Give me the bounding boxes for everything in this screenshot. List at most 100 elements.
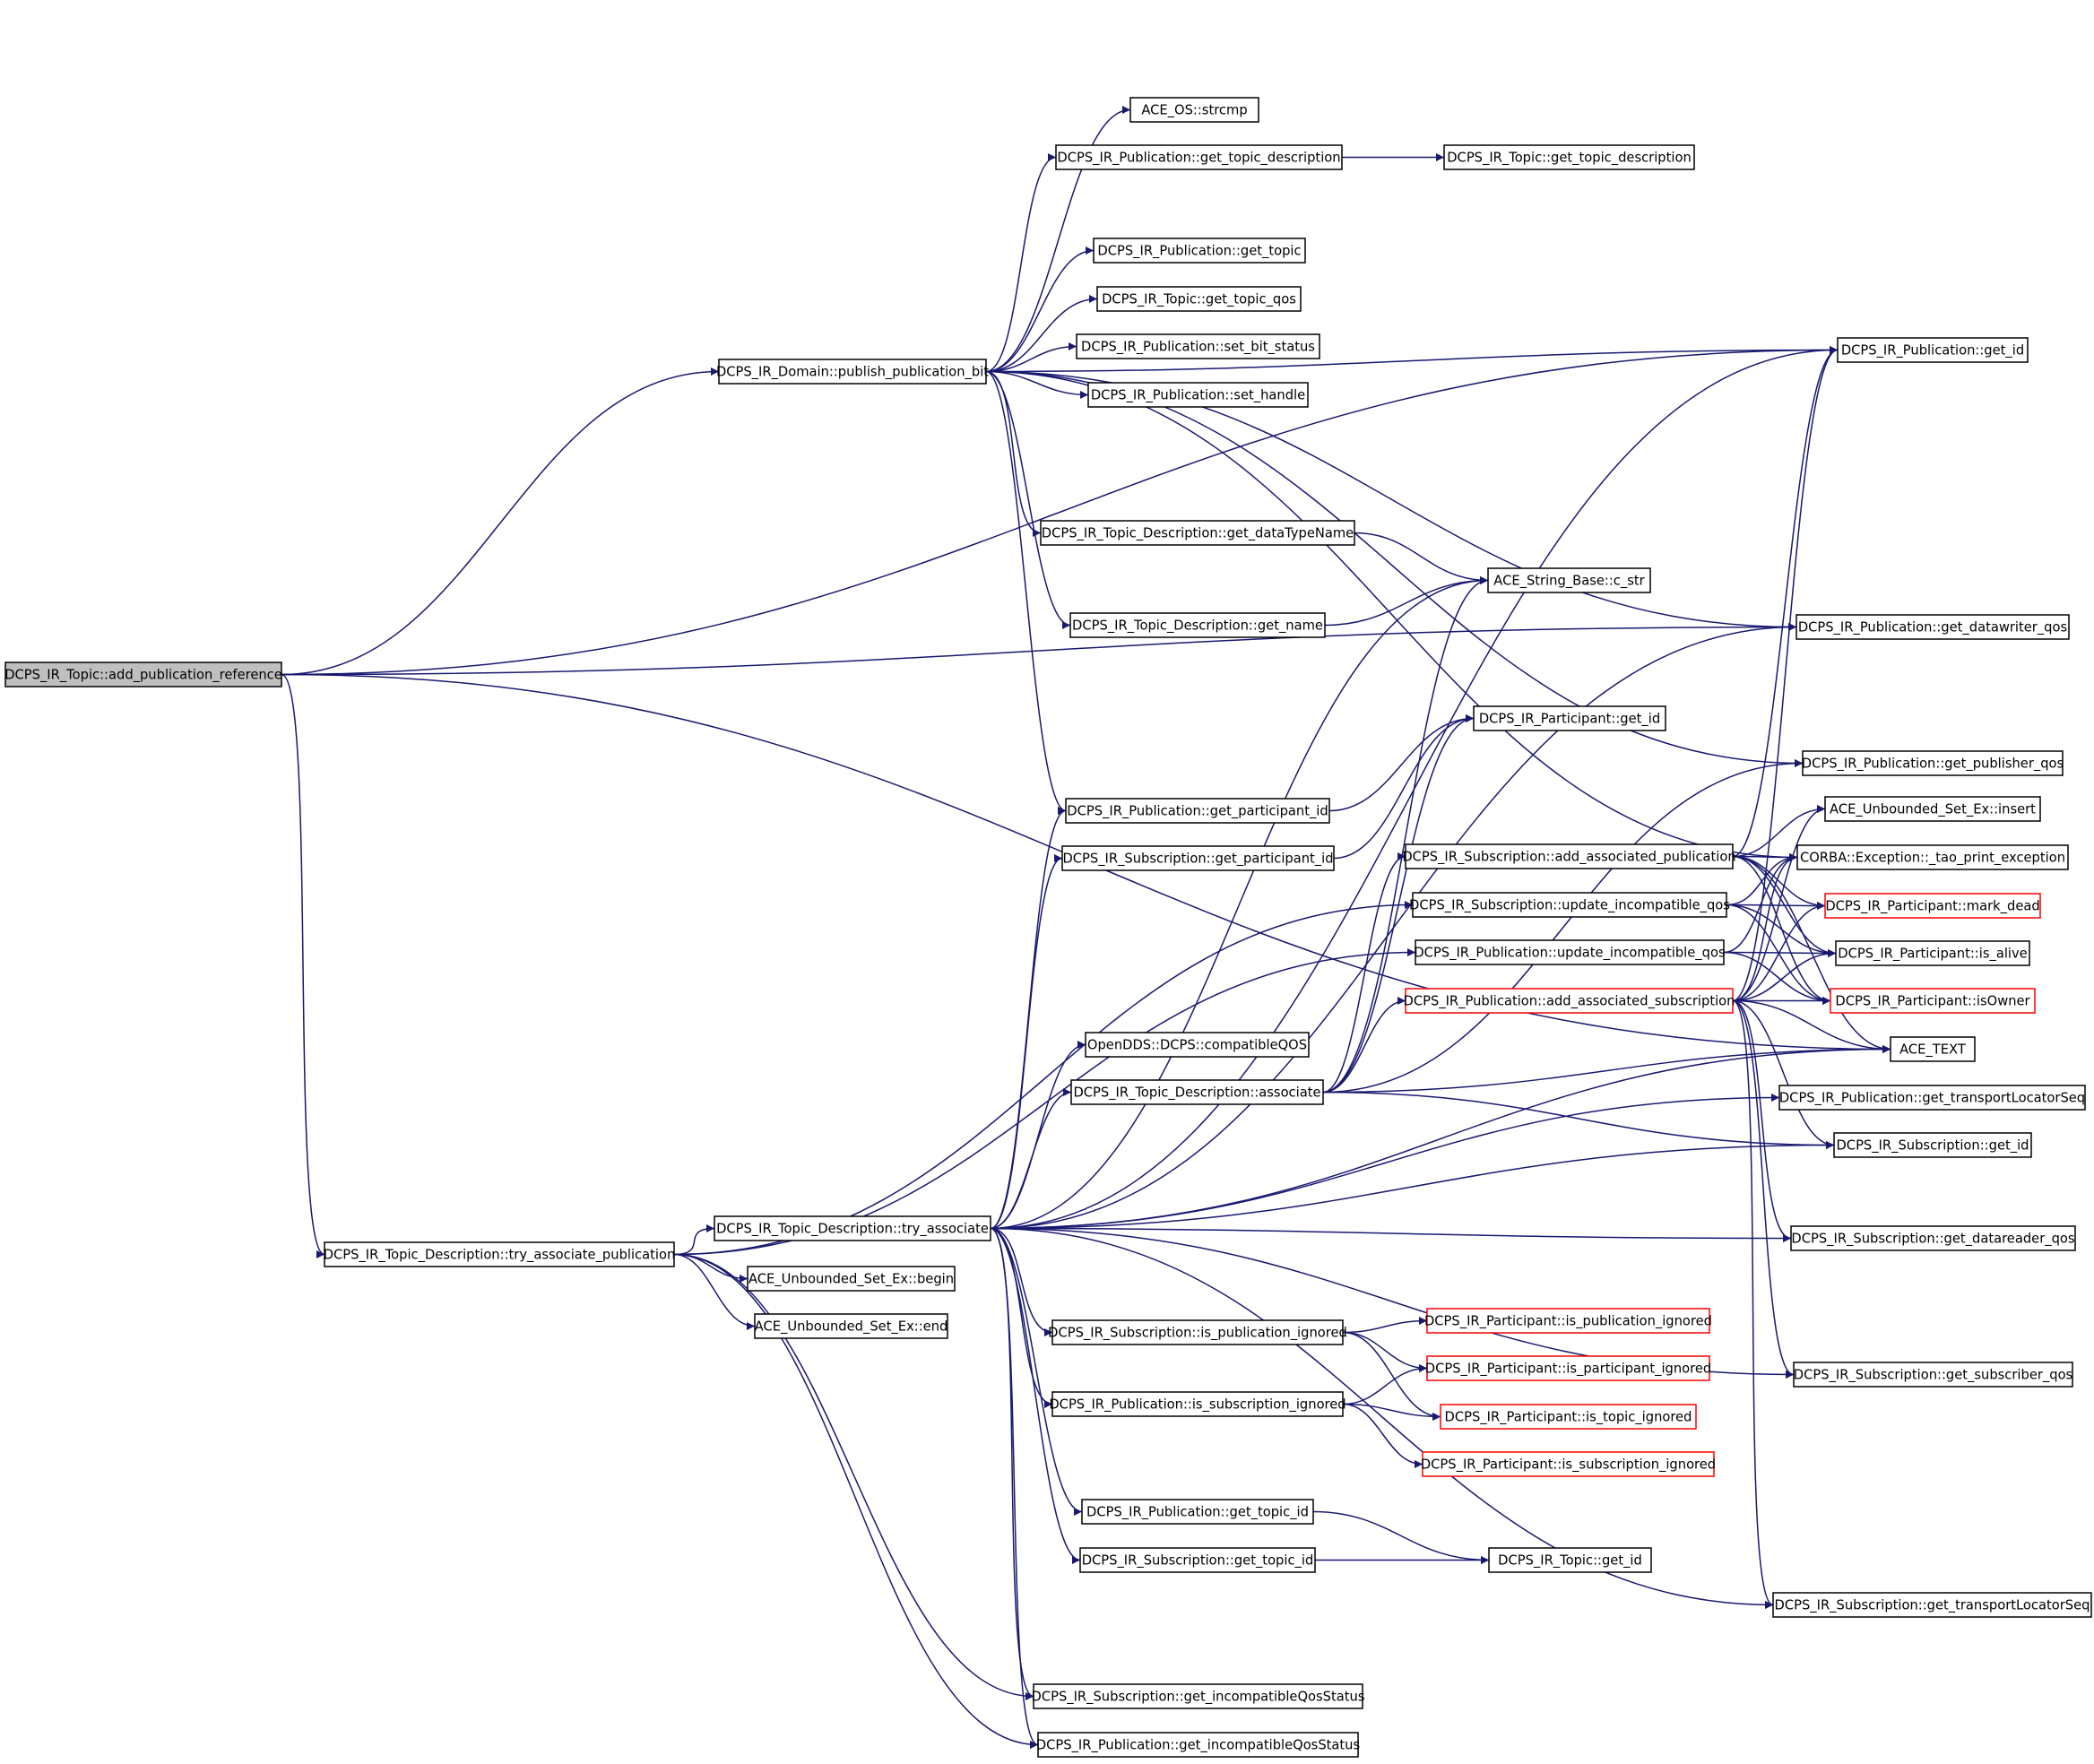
node-sub-get-incompat-status[interactable]: DCPS_IR_Subscription::get_incompatibleQo… [1032,1683,1365,1709]
node-label: DCPS_IR_Topic_Description::try_associate… [324,1248,676,1263]
node-pub-get-id[interactable]: DCPS_IR_Publication::get_id [1837,337,2029,363]
node-pub-set-handle[interactable]: DCPS_IR_Publication::set_handle [1087,382,1309,408]
node-pub-set-bit-status[interactable]: DCPS_IR_Publication::set_bit_status [1076,333,1320,359]
node-label: DCPS_IR_Publication::set_handle [1091,388,1305,403]
node-try-assoc-pub[interactable]: DCPS_IR_Topic_Description::try_associate… [324,1241,676,1267]
node-try-assoc[interactable]: DCPS_IR_Topic_Description::try_associate [714,1215,991,1241]
node-pub-get-topic-desc[interactable]: DCPS_IR_Publication::get_topic_descripti… [1055,144,1343,170]
node-set-insert[interactable]: ACE_Unbounded_Set_Ex::insert [1824,796,2041,822]
node-label: DCPS_IR_Publication::set_bit_status [1081,340,1315,355]
edge-publish_bit-to-pub_set_bit_status [985,342,1077,373]
node-root[interactable]: DCPS_IR_Topic::add_publication_reference [4,662,282,687]
node-sub-get-topic-id[interactable]: DCPS_IR_Subscription::get_topic_id [1079,1547,1316,1573]
node-box [714,1215,991,1241]
edge-pub_add_assoc_sub-to-is_alive [1732,949,1837,1002]
node-box [1796,844,2069,870]
node-box [1488,1547,1652,1573]
edge-try_assoc-to-sub_get_part_id [990,854,1063,1230]
node-set-begin[interactable]: ACE_Unbounded_Set_Ex::begin [747,1266,956,1292]
node-label: DCPS_IR_Subscription::get_subscriber_qos [1794,1368,2072,1383]
node-sub-get-sub-qos[interactable]: DCPS_IR_Subscription::get_subscriber_qos [1793,1362,2073,1388]
edge-pub_add_assoc_sub-to-sub_get_dr_qos [1732,999,1792,1242]
node-mark-dead[interactable]: DCPS_IR_Participant::mark_dead [1824,893,2041,919]
node-part-is-part-ignored[interactable]: DCPS_IR_Participant::is_participant_igno… [1425,1355,1711,1381]
node-pub-get-dw-qos[interactable]: DCPS_IR_Publication::get_datawriter_qos [1795,614,2070,640]
node-pub-get-pub-qos[interactable]: DCPS_IR_Publication::get_publisher_qos [1802,750,2064,776]
node-box [1426,1355,1710,1381]
edge-pub_add_assoc_sub-to-mark_dead [1732,902,1826,1002]
node-publish-bit[interactable]: DCPS_IR_Domain::publish_publication_bit [716,359,989,385]
edge-pub_get_topic_id-to-topic_get_id [1312,1510,1490,1564]
node-label: DCPS_IR_Subscription::get_transportLocat… [1775,1598,2090,1613]
node-part-get-id[interactable]: DCPS_IR_Participant::get_id [1473,705,1666,731]
node-sub-update-incompat[interactable]: DCPS_IR_Subscription::update_incompatibl… [1409,892,1730,918]
node-td-get-datatype[interactable]: DCPS_IR_Topic_Description::get_dataTypeN… [1040,520,1355,546]
edge-pub_add_assoc_sub-to-ace_text [1732,999,1891,1053]
node-sub-get-tls[interactable]: DCPS_IR_Subscription::get_transportLocat… [1772,1592,2092,1618]
node-c-str[interactable]: ACE_String_Base::c_str [1487,567,1651,593]
node-label: DCPS_IR_Publication::add_associated_subs… [1404,994,1735,1009]
node-sub-get-part-id[interactable]: DCPS_IR_Subscription::get_participant_id [1061,845,1335,871]
node-pub-get-tls[interactable]: DCPS_IR_Publication::get_transportLocato… [1778,1085,2086,1111]
edge-td_get_name-to-c_str [1324,576,1489,627]
node-box [1833,1132,2032,1158]
node-part-is-sub-ignored[interactable]: DCPS_IR_Participant::is_subscription_ign… [1421,1451,1716,1477]
node-compat-qos[interactable]: OpenDDS::DCPS::compatibleQOS [1085,1032,1310,1058]
edge-publish_bit-to-strcmp [985,106,1131,373]
node-box [1051,1319,1344,1345]
node-box [1778,1085,2086,1111]
node-box [1793,1362,2073,1388]
edge-sub_update_incompat-to-tao_print [1726,853,1798,906]
node-td-associate[interactable]: DCPS_IR_Topic_Description::associate [1070,1079,1324,1105]
node-label: ACE_Unbounded_Set_Ex::end [755,1319,948,1335]
node-label: DCPS_IR_Topic_Description::get_dataTypeN… [1042,526,1354,541]
node-td-get-name[interactable]: DCPS_IR_Topic_Description::get_name [1069,612,1326,638]
edge-pub_add_assoc_sub-to-sub_get_sub_qos [1732,999,1795,1379]
edge-try_assoc-to-sub_get_id [990,1141,1835,1230]
node-label: DCPS_IR_Publication::get_transportLocato… [1779,1091,2085,1106]
node-sub-get-id[interactable]: DCPS_IR_Subscription::get_id [1833,1132,2032,1158]
node-pub-get-incompat-status[interactable]: DCPS_IR_Publication::get_incompatibleQos… [1036,1732,1360,1758]
node-pub-update-incompat[interactable]: DCPS_IR_Publication::update_incompatible… [1414,939,1726,965]
node-box [1129,97,1259,123]
node-pub-get-topic-id[interactable]: DCPS_IR_Publication::get_topic_id [1081,1499,1314,1525]
edge-try_assoc-to-pub_get_tls [990,1094,1780,1230]
edge-publish_bit-to-pub_get_pub_qos [985,370,1804,767]
node-sub-add-assoc-pub[interactable]: DCPS_IR_Subscription::add_associated_pub… [1402,843,1736,869]
edge-pub_add_assoc_sub-to-pub_get_id [1732,346,1839,1002]
node-pub-get-topic[interactable]: DCPS_IR_Publication::get_topic [1093,238,1306,264]
node-label: DCPS_IR_Topic::get_id [1498,1553,1642,1569]
edge-pub_add_assoc_sub-to-sub_get_id [1732,999,1835,1149]
node-box [1426,1308,1710,1334]
node-pub-add-assoc-sub[interactable]: DCPS_IR_Publication::add_associated_subs… [1404,988,1735,1014]
node-label: CORBA::Exception::_tao_print_exception [1800,851,2065,866]
node-topic-get-qos[interactable]: DCPS_IR_Topic::get_topic_qos [1096,286,1302,312]
edge-try_assoc_pub-to-pub_get_incompat_status [673,1253,1039,1749]
node-is-alive[interactable]: DCPS_IR_Participant::is_alive [1835,940,2030,966]
node-pub-get-part-id[interactable]: DCPS_IR_Publication::get_participant_id [1065,798,1330,824]
node-box [1473,705,1666,731]
node-is-owner[interactable]: DCPS_IR_Participant::isOwner [1830,988,2036,1014]
node-sub-get-dr-qos[interactable]: DCPS_IR_Subscription::get_datareader_qos [1790,1225,2076,1251]
node-part-is-pub-ignored[interactable]: DCPS_IR_Participant::is_publication_igno… [1424,1308,1712,1334]
node-box [1093,238,1306,264]
edge-try_assoc-to-sub_is_pub_ignored [990,1227,1053,1336]
node-pub-is-sub-ignored[interactable]: DCPS_IR_Publication::is_subscription_ign… [1049,1391,1346,1417]
edge-td_associate-to-pub_get_pub_qos [1322,759,1804,1094]
node-label: DCPS_IR_Topic::get_topic_qos [1102,292,1296,307]
node-label: DCPS_IR_Publication::get_topic_id [1086,1505,1309,1520]
node-ace-text[interactable]: ACE_TEXT [1890,1036,1976,1062]
edge-pub_is_sub_ignored-to-part_is_part_ignored [1342,1364,1428,1405]
node-label: DCPS_IR_Participant::isOwner [1835,994,2030,1009]
edge-td_associate-to-pub_add_assoc_sub [1322,997,1406,1094]
node-part-is-topic-ignored[interactable]: DCPS_IR_Participant::is_topic_ignored [1440,1404,1697,1430]
node-label: DCPS_IR_Publication::get_topic [1097,244,1301,259]
node-tao-print[interactable]: CORBA::Exception::_tao_print_exception [1796,844,2069,870]
node-topic-get-topic-desc[interactable]: DCPS_IR_Topic::get_topic_description [1443,144,1695,170]
edge-pub_update_incompat-to-is_owner [1723,951,1831,1005]
node-label: ACE_Unbounded_Set_Ex::insert [1830,802,2036,817]
node-strcmp[interactable]: ACE_OS::strcmp [1129,97,1259,123]
node-set-end[interactable]: ACE_Unbounded_Set_Ex::end [754,1313,948,1339]
node-topic-get-id[interactable]: DCPS_IR_Topic::get_id [1488,1547,1652,1573]
node-sub-is-pub-ignored[interactable]: DCPS_IR_Subscription::is_publication_ign… [1048,1319,1347,1345]
